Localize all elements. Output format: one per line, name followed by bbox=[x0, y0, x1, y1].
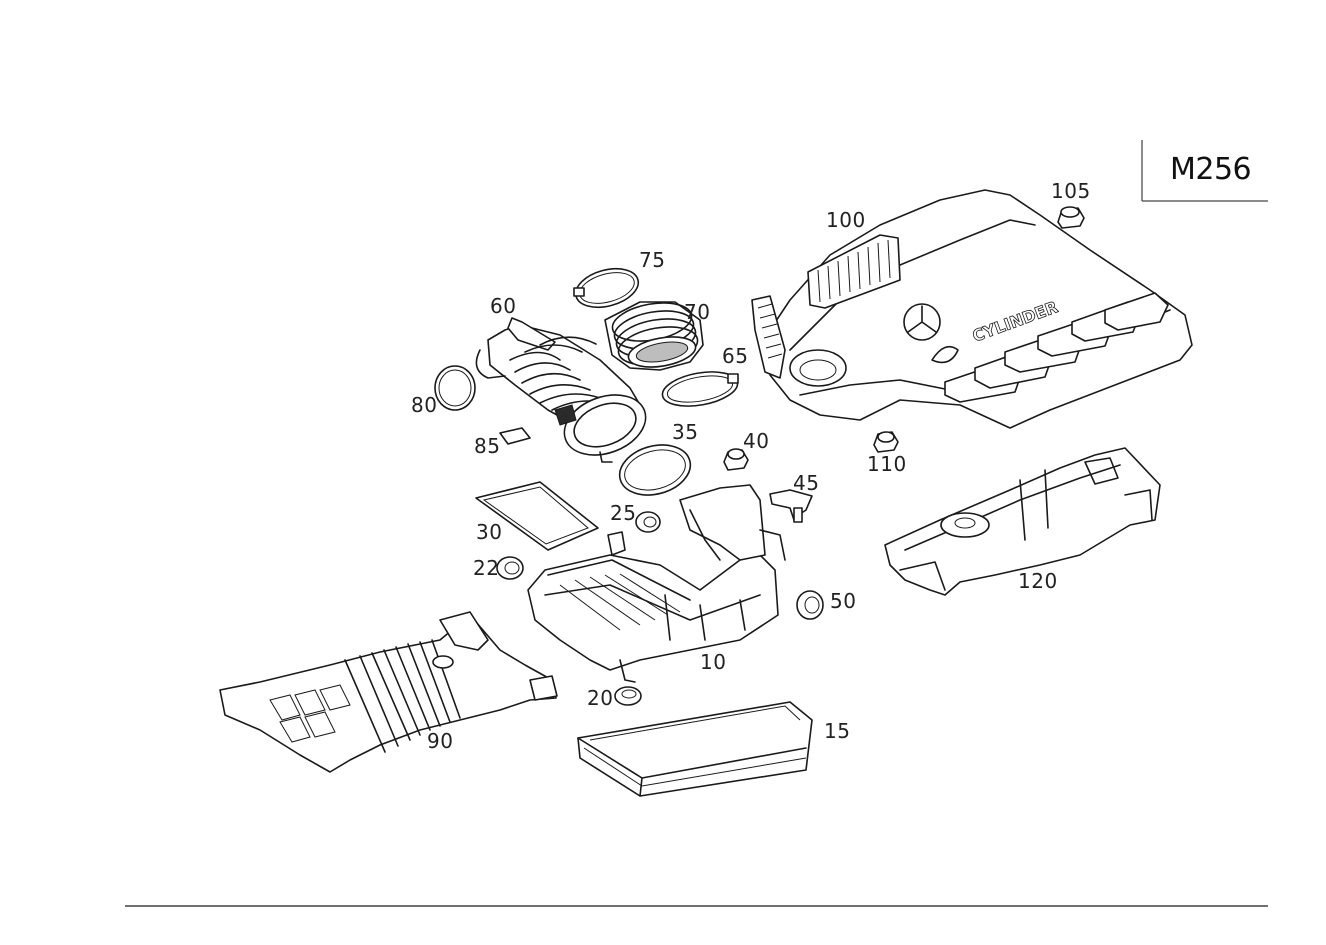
part-30-gasket[interactable] bbox=[475, 481, 599, 551]
callout-part-120[interactable]: 120 bbox=[1018, 569, 1058, 593]
callout-part-100[interactable]: 100 bbox=[826, 208, 866, 232]
callout-part-50[interactable]: 50 bbox=[830, 589, 857, 613]
part-100-engine-cover[interactable]: CYLINDER bbox=[751, 189, 1193, 429]
engine-code-label: M256 bbox=[1170, 152, 1252, 187]
part-50-grommet[interactable] bbox=[796, 590, 824, 620]
part-65-clamp[interactable] bbox=[660, 367, 740, 412]
part-105-rubber-mount[interactable] bbox=[1057, 206, 1085, 229]
callout-part-20[interactable]: 20 bbox=[587, 686, 614, 710]
callout-part-25[interactable]: 25 bbox=[610, 501, 637, 525]
part-15-filter-element[interactable] bbox=[577, 701, 813, 797]
part-45-sensor[interactable] bbox=[769, 489, 813, 523]
engine-code-frame bbox=[1141, 140, 1268, 202]
callout-part-90[interactable]: 90 bbox=[427, 729, 454, 753]
callout-part-22[interactable]: 22 bbox=[473, 556, 500, 580]
callout-part-45[interactable]: 45 bbox=[793, 471, 820, 495]
callout-part-30[interactable]: 30 bbox=[476, 520, 503, 544]
part-110-rubber-mount[interactable] bbox=[873, 431, 899, 453]
callout-part-110[interactable]: 110 bbox=[867, 452, 907, 476]
callout-part-35[interactable]: 35 bbox=[672, 420, 699, 444]
part-90-intake-duct[interactable] bbox=[219, 611, 558, 773]
callout-part-70[interactable]: 70 bbox=[684, 300, 711, 324]
part-70-bellows-hose[interactable] bbox=[604, 297, 704, 371]
part-25-grommet[interactable] bbox=[635, 511, 661, 533]
part-80-seal-ring[interactable] bbox=[434, 365, 476, 411]
callout-part-105[interactable]: 105 bbox=[1051, 179, 1091, 203]
callout-part-80[interactable]: 80 bbox=[411, 393, 438, 417]
callout-part-85[interactable]: 85 bbox=[474, 434, 501, 458]
callout-part-65[interactable]: 65 bbox=[722, 344, 749, 368]
part-60-intake-duct[interactable] bbox=[475, 317, 654, 466]
part-35-seal-ring[interactable] bbox=[614, 438, 696, 503]
part-40-rubber-grommet[interactable] bbox=[723, 448, 749, 471]
part-10-air-filter-housing[interactable] bbox=[527, 484, 786, 683]
callout-part-75[interactable]: 75 bbox=[639, 248, 666, 272]
callout-part-10[interactable]: 10 bbox=[700, 650, 727, 674]
part-120-lower-cover[interactable] bbox=[884, 447, 1161, 596]
callout-part-15[interactable]: 15 bbox=[824, 719, 851, 743]
part-22-grommet[interactable] bbox=[496, 556, 524, 580]
part-85-plate[interactable] bbox=[499, 427, 531, 445]
part-20-grommet[interactable] bbox=[614, 686, 642, 706]
callout-part-60[interactable]: 60 bbox=[490, 294, 517, 318]
part-75-clamp[interactable] bbox=[571, 262, 642, 313]
callout-part-40[interactable]: 40 bbox=[743, 429, 770, 453]
